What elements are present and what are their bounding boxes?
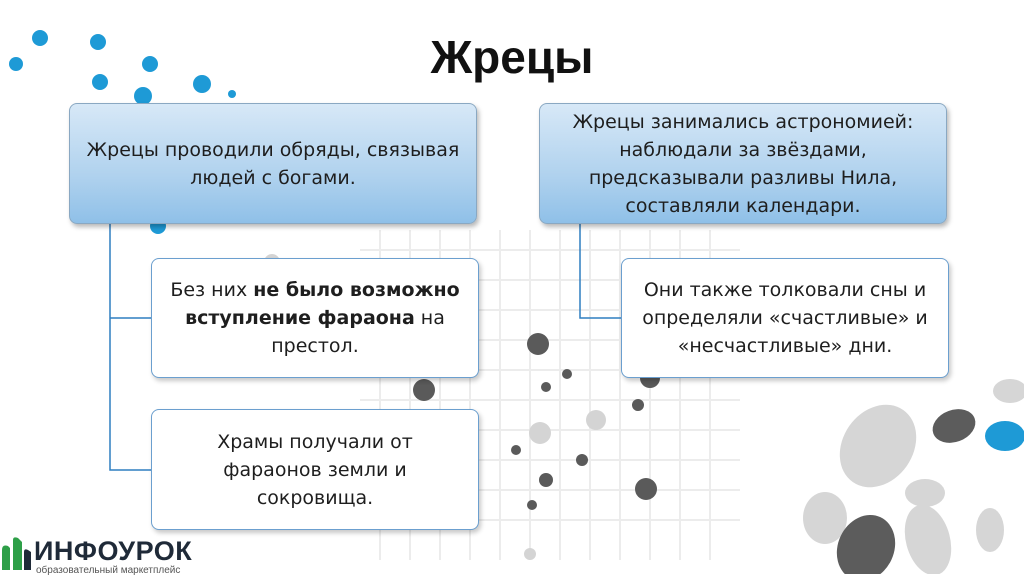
box-right-mid-text: Они также толковали сны и определяли «сч… (642, 279, 928, 357)
box-left-mid-part2: на престол. (271, 307, 445, 357)
box-left-mid: Без них не было возможно вступление фара… (151, 258, 479, 378)
logo-name: ИНФОУРОК (34, 536, 193, 566)
box-right-top: Жрецы занимались астрономией: наблюдали … (539, 103, 947, 224)
box-left-top-text: Жрецы проводили обряды, связывая людей с… (86, 138, 460, 189)
blobs-bottom-right (803, 379, 1024, 574)
box-right-top-text: Жрецы занимались астрономией: наблюдали … (572, 110, 914, 217)
connector-lines (109, 224, 622, 471)
logo-subtitle: образовательный маркетплейс (36, 565, 181, 576)
box-right-mid: Они также толковали сны и определяли «сч… (621, 258, 949, 378)
infourok-logo: ИНФОУРОК образовательный маркетплейс (0, 536, 240, 576)
blue-dots-top-left (9, 30, 236, 234)
box-left-bottom-text: Храмы получали от фараонов земли и сокро… (217, 430, 413, 509)
box-left-top: Жрецы проводили обряды, связывая людей с… (69, 103, 477, 224)
page-title: Жрецы (430, 31, 594, 83)
box-left-mid-part1: Без них (170, 279, 254, 301)
box-left-mid-bold: не было возможно вступление фараона (185, 279, 460, 329)
logo-icon (2, 537, 31, 570)
box-left-mid-text: Без них не было возможно вступление фара… (152, 276, 478, 360)
box-left-bottom: Храмы получали от фараонов земли и сокро… (151, 409, 479, 530)
